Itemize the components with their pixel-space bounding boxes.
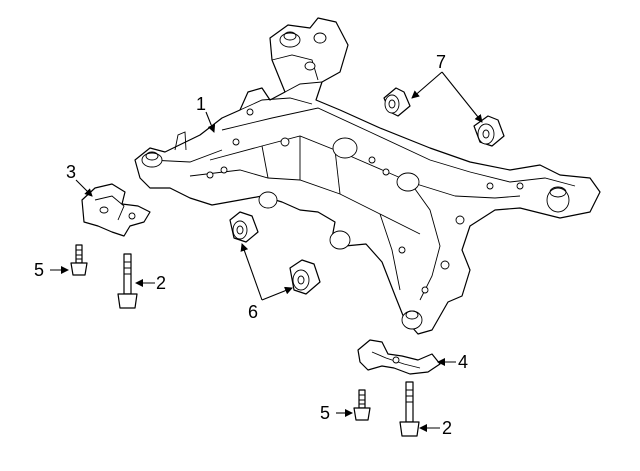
callout-2-right: 2 [442, 418, 452, 438]
bolt-2-right [399, 381, 420, 437]
bolt-5-right [353, 389, 371, 421]
bolt-5-left [70, 244, 88, 276]
subframe-assembly [134, 17, 601, 335]
callout-6: 6 [248, 302, 258, 322]
callout-1: 1 [196, 94, 206, 114]
callout-5-right: 5 [320, 403, 330, 423]
bushing-6-upper [229, 211, 259, 243]
leader-lines [50, 71, 483, 432]
callout-3: 3 [66, 162, 76, 182]
callout-4: 4 [458, 352, 468, 372]
callout-7: 7 [436, 52, 446, 72]
callout-2-left: 2 [156, 273, 166, 293]
bracket-4 [357, 339, 441, 375]
bushing-6-lower [289, 259, 321, 295]
bracket-3 [81, 183, 151, 237]
bushing-7-lower [473, 115, 505, 147]
callout-5-left: 5 [34, 260, 44, 280]
bolt-2-left [117, 253, 138, 309]
bushing-7-upper [383, 87, 411, 117]
